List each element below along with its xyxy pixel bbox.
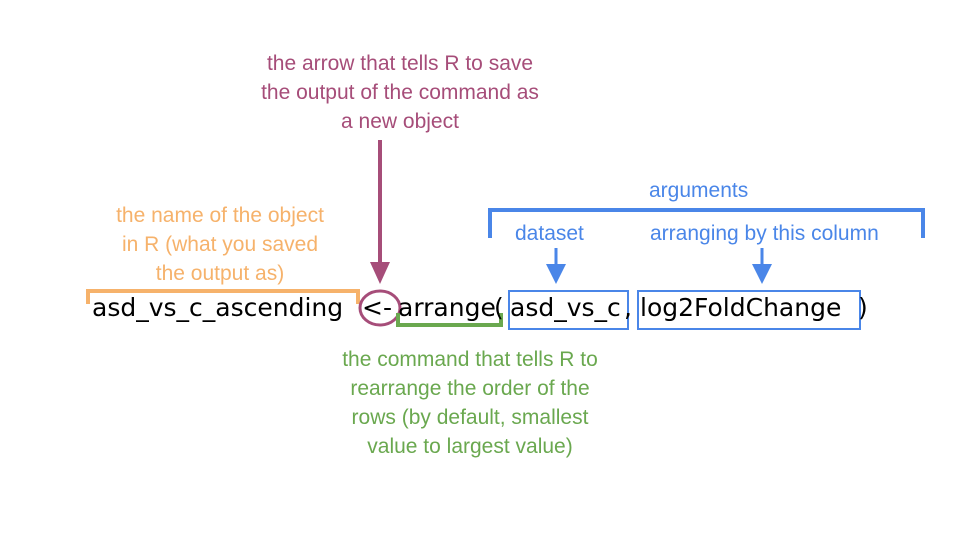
annotation-line: the arrow that tells R to save — [266, 52, 534, 75]
annotation-line: rows (by default, smallest — [351, 406, 589, 429]
operator-circle — [358, 289, 402, 327]
annotation-line: the name of the object — [116, 204, 324, 227]
column-box — [637, 290, 861, 330]
dataset-label: dataset — [515, 222, 584, 245]
code-open-paren: ( — [494, 293, 504, 322]
code-function-name: arrange — [398, 293, 496, 322]
code-close-paren: ) — [858, 293, 868, 322]
annotation-line: value to largest value) — [367, 435, 573, 458]
annotation-line: the output of the command as — [261, 81, 539, 104]
annotation-line: a new object — [341, 110, 459, 133]
code-assignment-operator: <- — [362, 293, 392, 322]
column-label: arranging by this column — [650, 222, 879, 245]
command-bracket — [396, 313, 503, 327]
arguments-label: arguments — [649, 179, 749, 202]
arrow-operator-annotation: the arrow that tells R to save the outpu… — [210, 49, 590, 136]
code-column-argument: log2FoldChange — [640, 293, 842, 322]
code-dataset-argument: asd_vs_c — [510, 293, 621, 322]
arrow-down-icon — [546, 264, 566, 284]
command-annotation: the command that tells R to rearrange th… — [300, 345, 640, 461]
object-name-annotation: the name of the object in R (what you sa… — [80, 201, 360, 288]
annotation-line: rearrange the order of the — [350, 377, 590, 400]
code-comma: , — [624, 293, 632, 322]
code-object-name: asd_vs_c_ascending — [92, 293, 344, 322]
annotation-line: in R (what you saved — [121, 233, 319, 256]
arrow-down-icon — [370, 262, 390, 284]
annotation-line: the command that tells R to — [342, 348, 598, 371]
dataset-box — [508, 290, 629, 330]
arguments-bracket — [488, 208, 925, 238]
arrow-down-icon — [752, 264, 772, 284]
annotation-line: the output as) — [155, 262, 285, 285]
object-name-bracket — [86, 289, 360, 304]
